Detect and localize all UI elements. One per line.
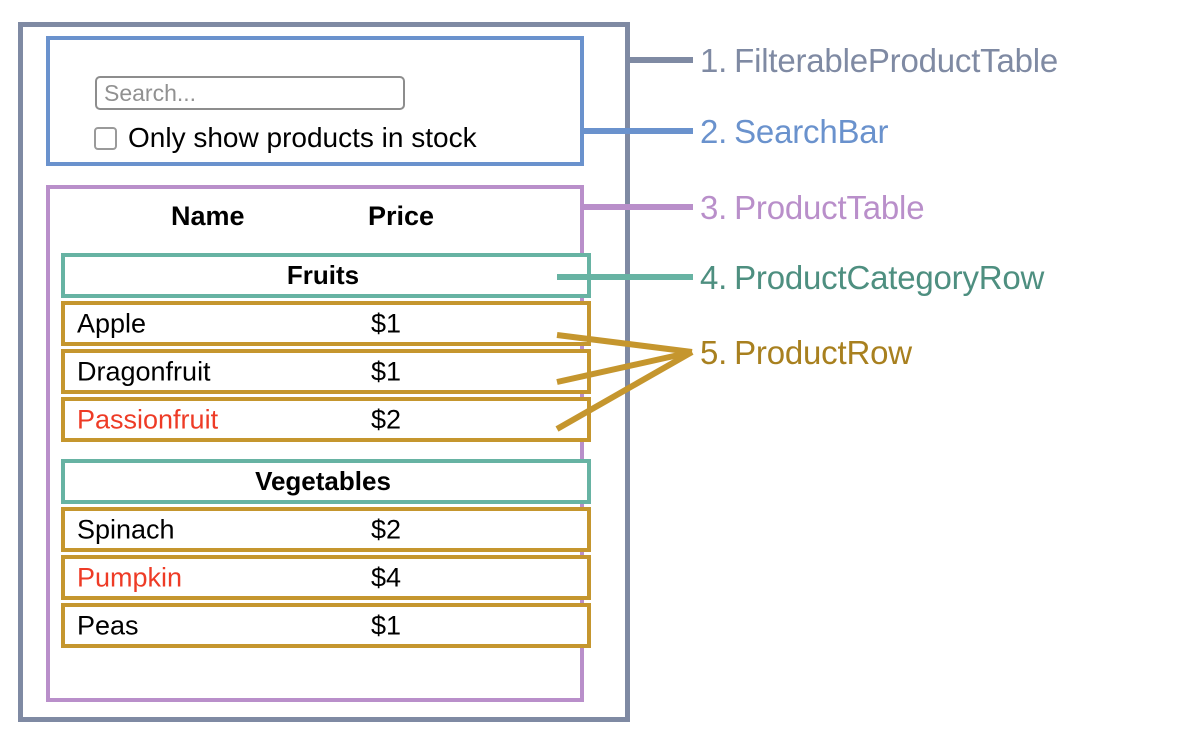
- product-price: $1: [371, 308, 402, 338]
- product-name: Dragonfruit: [77, 356, 211, 386]
- product-category-label: Vegetables: [255, 466, 391, 496]
- legend: 1.FilterableProductTable 2.SearchBar 3.P…: [700, 0, 1200, 744]
- product-price: $2: [371, 404, 402, 434]
- section-spacer: [61, 445, 561, 459]
- in-stock-filter-row[interactable]: Only show products in stock: [94, 124, 477, 152]
- product-table-header: Name Price: [50, 201, 580, 241]
- product-category-label: Fruits: [286, 260, 360, 290]
- legend-number: 5.: [700, 334, 728, 371]
- search-input[interactable]: [95, 76, 405, 110]
- product-name: Pumpkin: [77, 562, 183, 592]
- product-price: $2: [371, 514, 402, 544]
- legend-label: ProductTable: [734, 189, 925, 226]
- product-row: Apple $1: [61, 301, 591, 346]
- legend-item-product-table: 3.ProductTable: [700, 189, 925, 226]
- legend-item-filterable-product-table: 1.FilterableProductTable: [700, 44, 1058, 77]
- legend-label: ProductCategoryRow: [734, 259, 1045, 296]
- legend-label: FilterableProductTable: [734, 42, 1059, 79]
- legend-label: SearchBar: [734, 113, 889, 150]
- legend-number: 3.: [700, 189, 728, 226]
- search-bar-boundary: Only show products in stock: [46, 36, 584, 166]
- legend-item-product-category-row: 4.ProductCategoryRow: [700, 261, 1044, 294]
- in-stock-checkbox[interactable]: [94, 126, 117, 150]
- product-category-row: Vegetables: [61, 459, 591, 504]
- product-row: Peas $1: [61, 603, 591, 648]
- legend-label: ProductRow: [734, 334, 912, 371]
- product-price: $1: [371, 356, 402, 386]
- product-name: Apple: [77, 308, 147, 338]
- in-stock-checkbox-label: Only show products in stock: [128, 122, 477, 153]
- product-price: $1: [371, 610, 402, 640]
- search-input-wrapper: [95, 76, 405, 110]
- product-table-boundary: Name Price Fruits Apple $1 Dragonfruit $…: [46, 185, 591, 702]
- column-header-name: Name: [171, 201, 245, 231]
- legend-item-search-bar: 2.SearchBar: [700, 115, 888, 148]
- product-row: Spinach $2: [61, 507, 591, 552]
- legend-number: 4.: [700, 259, 728, 296]
- product-name: Peas: [77, 610, 139, 640]
- product-row: Dragonfruit $1: [61, 349, 591, 394]
- product-name: Passionfruit: [77, 404, 219, 434]
- legend-number: 2.: [700, 113, 728, 150]
- product-name: Spinach: [77, 514, 175, 544]
- legend-item-product-row: 5.ProductRow: [700, 336, 912, 369]
- column-header-price: Price: [368, 201, 435, 231]
- legend-number: 1.: [700, 42, 728, 79]
- product-row: Passionfruit $2: [61, 397, 591, 442]
- product-row: Pumpkin $4: [61, 555, 591, 600]
- product-category-row: Fruits: [61, 253, 591, 298]
- product-table-rows: Fruits Apple $1 Dragonfruit $1 Passionfr…: [61, 253, 591, 651]
- product-price: $4: [371, 562, 402, 592]
